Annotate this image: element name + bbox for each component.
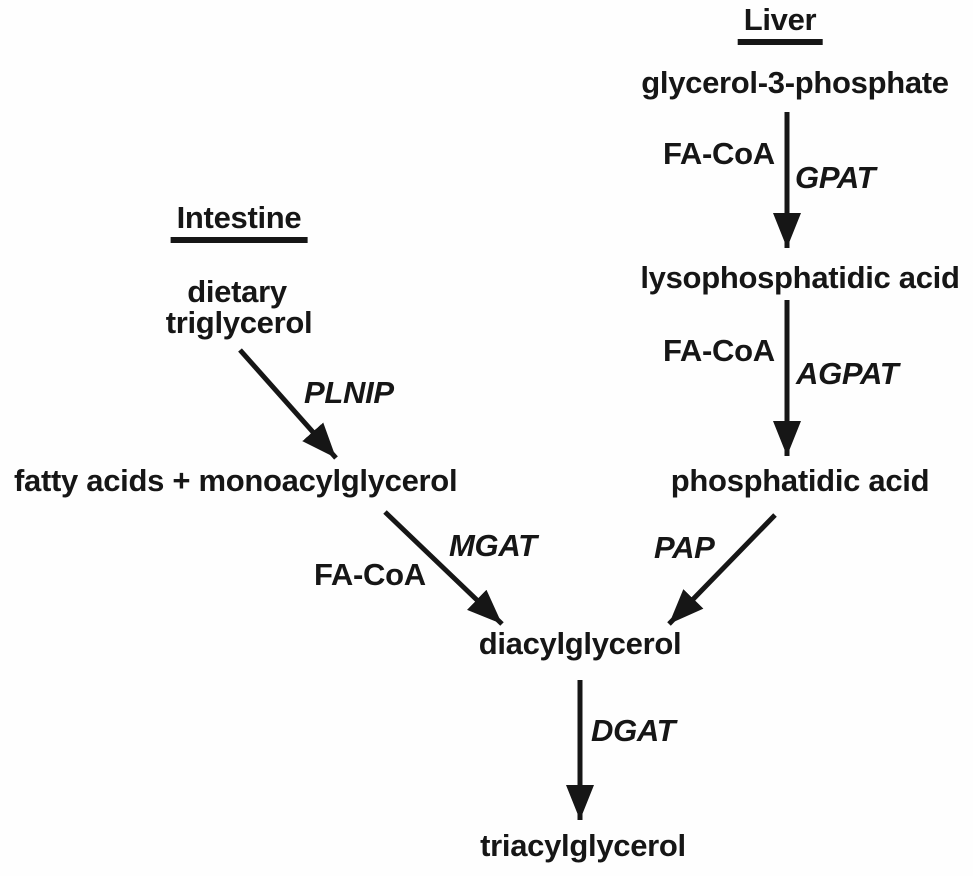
cofactor-fa-coa-agpat: FA-CoA: [663, 333, 775, 368]
node-triacylglycerol: triacylglycerol: [480, 828, 686, 863]
node-diacylglycerol: diacylglycerol: [478, 626, 682, 661]
liver-heading: Liver: [737, 3, 823, 45]
enzyme-gpat: GPAT: [795, 160, 876, 195]
enzyme-plnip: PLNIP: [304, 375, 394, 410]
intestine-heading: Intestine: [170, 201, 308, 243]
pap-arrow: [667, 513, 777, 626]
node-dietary-triglycerol-line2: triglycerol: [165, 305, 313, 340]
node-glycerol-3-phosphate: glycerol-3-phosphate: [641, 65, 949, 100]
cofactor-fa-coa-mgat: FA-CoA: [314, 557, 426, 592]
cofactor-fa-coa-gpat: FA-CoA: [663, 136, 775, 171]
node-lysophosphatidic-acid: lysophosphatidic acid: [640, 260, 960, 295]
enzyme-agpat: AGPAT: [796, 356, 899, 391]
mgat-arrow: [383, 510, 504, 626]
node-fatty-acids-monoacylglycerol: fatty acids + monoacylglycerol: [14, 463, 458, 498]
enzyme-pap: PAP: [654, 530, 715, 565]
plnip-arrow: [238, 348, 338, 460]
node-phosphatidic-acid: phosphatidic acid: [670, 463, 930, 498]
enzyme-dgat: DGAT: [591, 713, 676, 748]
node-dietary-triglycerol-line1: dietary: [187, 274, 287, 309]
enzyme-mgat: MGAT: [449, 528, 537, 563]
